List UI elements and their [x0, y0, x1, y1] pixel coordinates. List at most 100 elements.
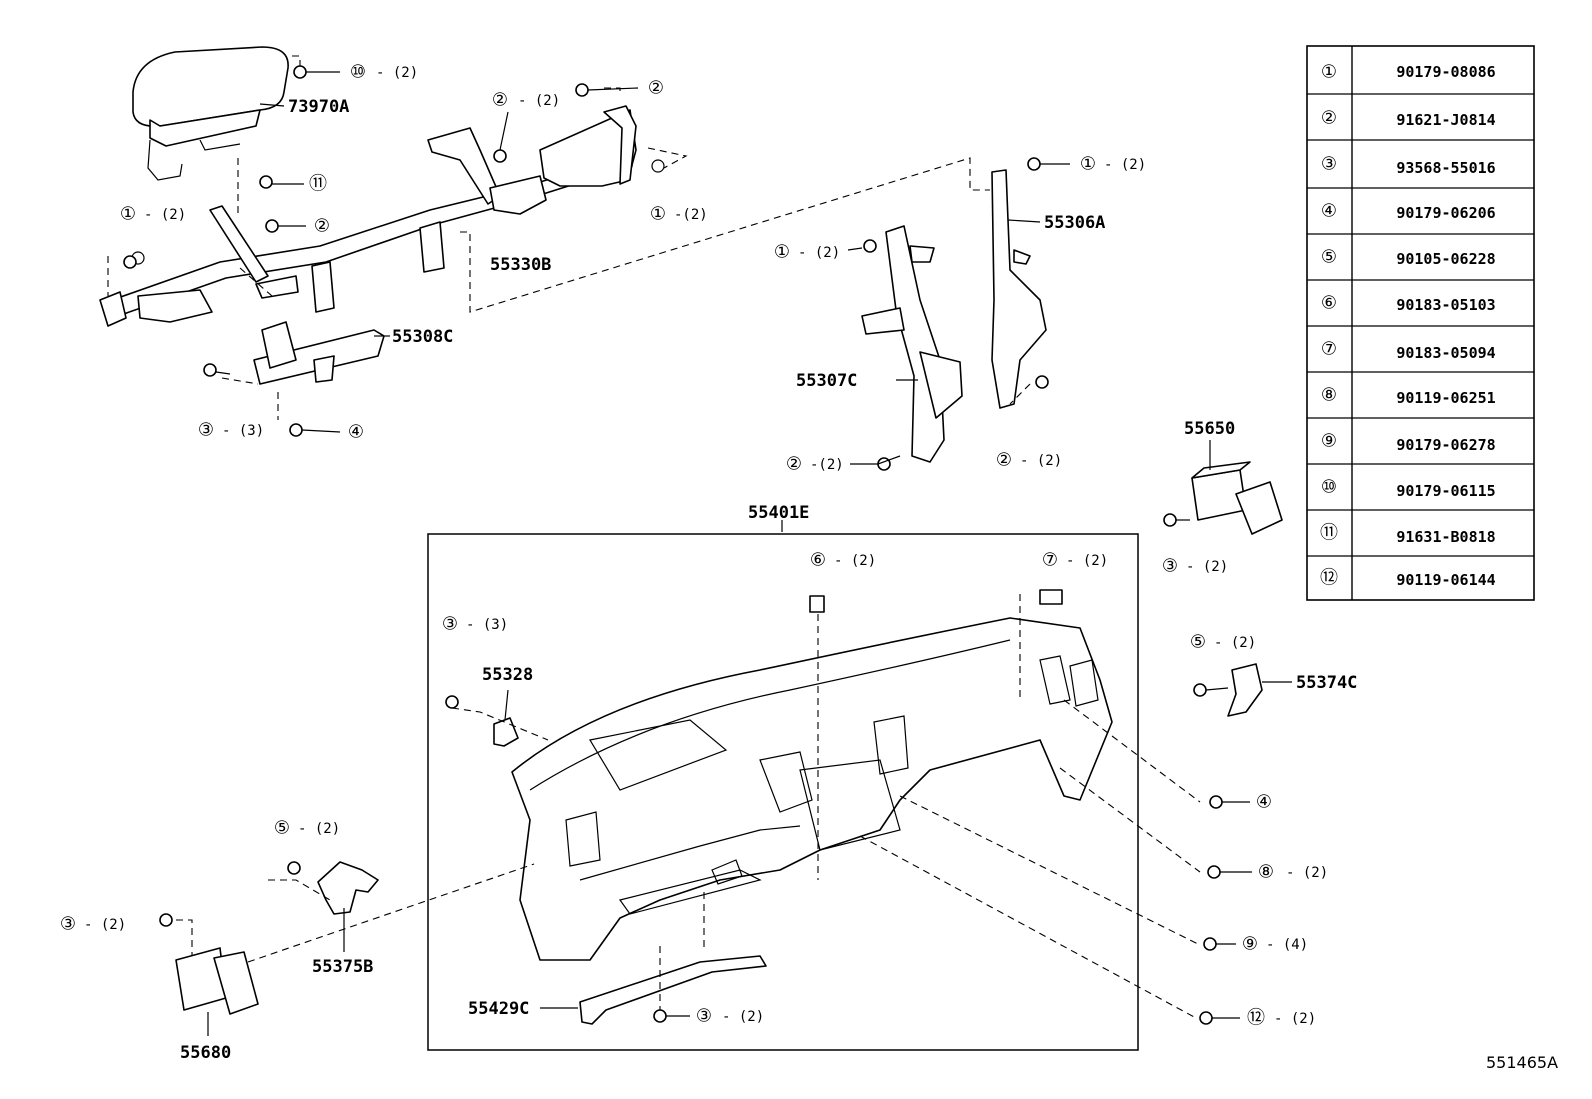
svg-text:- (2): - (2) — [1286, 865, 1328, 881]
callout: ⑤- (2) — [1190, 632, 1256, 653]
svg-text:①: ① — [650, 204, 666, 225]
airbag-module-drawing — [132, 46, 289, 181]
svg-text:⑨: ⑨ — [1321, 431, 1337, 452]
bracket-55374c-drawing — [1227, 663, 1263, 717]
part-label: 55401E — [748, 503, 809, 523]
svg-text:②: ② — [1321, 108, 1337, 129]
bracket-55375b-drawing — [317, 861, 379, 915]
instrument-panel-drawing — [511, 617, 1113, 961]
part-label: 55307C — [796, 371, 857, 391]
callout: ⑨- (4) — [1242, 934, 1308, 955]
svg-text:⑩: ⑩ — [1321, 477, 1337, 498]
svg-text:③: ③ — [696, 1006, 712, 1027]
callout: ③- (3) — [442, 614, 508, 635]
svg-text:90179-06206: 90179-06206 — [1396, 204, 1495, 222]
legend-row: ① 90179-08086 — [1321, 62, 1496, 83]
duct-55650-drawing — [1191, 461, 1283, 535]
svg-text:⑦: ⑦ — [1321, 339, 1337, 360]
svg-text:⑪: ⑪ — [309, 174, 327, 195]
svg-text:③: ③ — [1162, 556, 1178, 577]
part-label: 55429C — [468, 999, 529, 1019]
svg-text:- (2): - (2) — [1274, 1011, 1316, 1027]
legend-row: ⑪ 91631-B0818 — [1320, 523, 1496, 547]
svg-text:⑨: ⑨ — [1242, 934, 1258, 955]
svg-text:91621-J0814: 91621-J0814 — [1396, 111, 1495, 129]
svg-text:①: ① — [1080, 154, 1096, 175]
clip-55328-drawing — [493, 717, 519, 747]
callout: ③- (3) — [198, 420, 264, 441]
reinforcement-beam-drawing — [99, 105, 665, 327]
svg-text:-(2): -(2) — [810, 457, 844, 473]
part-label: 55680 — [180, 1043, 231, 1063]
svg-text:⑤: ⑤ — [1321, 247, 1337, 268]
callout: ⑧- (2) — [1258, 862, 1328, 883]
svg-text:④: ④ — [1321, 201, 1337, 222]
svg-text:- (2): - (2) — [834, 553, 876, 569]
svg-text:-(2): -(2) — [674, 207, 708, 223]
bracket-55429c-drawing — [579, 955, 767, 1025]
svg-text:- (2): - (2) — [298, 821, 340, 837]
legend-row: ④ 90179-06206 — [1321, 201, 1496, 223]
svg-text:②: ② — [492, 90, 508, 111]
brace-55307c-drawing — [861, 225, 963, 463]
callout: ⑤ - (2) — [274, 818, 340, 839]
callout: ③ - (2) — [60, 914, 126, 935]
legend-row: ⑩ 90179-06115 — [1321, 477, 1496, 501]
callout: ② — [648, 78, 664, 99]
svg-text:- (2): - (2) — [1214, 635, 1256, 651]
svg-text:93568-55016: 93568-55016 — [1396, 159, 1495, 177]
svg-text:③: ③ — [442, 614, 458, 635]
part-label: 73970A — [288, 97, 349, 117]
callout: ② -(2) — [786, 454, 844, 475]
svg-text:90119-06251: 90119-06251 — [1396, 389, 1495, 407]
fasteners-drawing — [123, 65, 1223, 1025]
callout: ②- (2) — [996, 450, 1062, 471]
part-label: 55328 — [482, 665, 533, 685]
svg-text:- (2): - (2) — [1066, 553, 1108, 569]
svg-text:90105-06228: 90105-06228 — [1396, 250, 1495, 268]
callout: ⑩- (2) — [350, 62, 418, 83]
svg-text:- (2): - (2) — [84, 917, 126, 933]
callout: ①- (2) — [1080, 154, 1146, 175]
part-label: 55650 — [1184, 419, 1235, 439]
svg-text:③: ③ — [60, 914, 76, 935]
part-label: 55306A — [1044, 213, 1105, 233]
callout: ④ — [1256, 792, 1272, 813]
legend-row: ② 91621-J0814 — [1321, 108, 1496, 130]
svg-text:⑦: ⑦ — [1042, 550, 1058, 571]
callout: ① -(2) — [650, 204, 708, 225]
svg-text:③: ③ — [198, 420, 214, 441]
svg-text:①: ① — [1321, 62, 1337, 83]
leader-lines — [107, 55, 1292, 1036]
callout: ④ — [348, 422, 364, 443]
svg-text:⑧: ⑧ — [1321, 385, 1337, 406]
svg-text:90179-06115: 90179-06115 — [1396, 482, 1495, 500]
part-label: 55375B — [312, 957, 373, 977]
svg-text:⑥: ⑥ — [810, 550, 826, 571]
svg-text:91631-B0818: 91631-B0818 — [1396, 528, 1495, 546]
part-label: 55374C — [1296, 673, 1357, 693]
svg-text:90179-08086: 90179-08086 — [1396, 63, 1495, 81]
svg-text:⑪: ⑪ — [1320, 523, 1338, 544]
svg-text:⑤: ⑤ — [274, 818, 290, 839]
part-label: 55330B — [490, 255, 551, 275]
callout: ⑫- (2) — [1247, 1008, 1316, 1029]
svg-text:②: ② — [786, 454, 802, 475]
instrument-panel-group-box — [427, 533, 1139, 1051]
duct-55680-drawing — [175, 947, 259, 1015]
svg-text:- (2): - (2) — [722, 1009, 764, 1025]
svg-text:②: ② — [314, 216, 330, 237]
svg-text:- (2): - (2) — [518, 93, 560, 109]
svg-text:④: ④ — [1256, 792, 1272, 813]
legend-row: ⑤ 90105-06228 — [1321, 247, 1496, 269]
svg-text:①: ① — [774, 242, 790, 263]
brace-55306a-drawing — [991, 169, 1047, 409]
svg-text:⑫: ⑫ — [1320, 568, 1338, 589]
callout: ③ - (2) — [696, 1006, 764, 1027]
callout: ⑥ - (2) — [810, 550, 876, 571]
